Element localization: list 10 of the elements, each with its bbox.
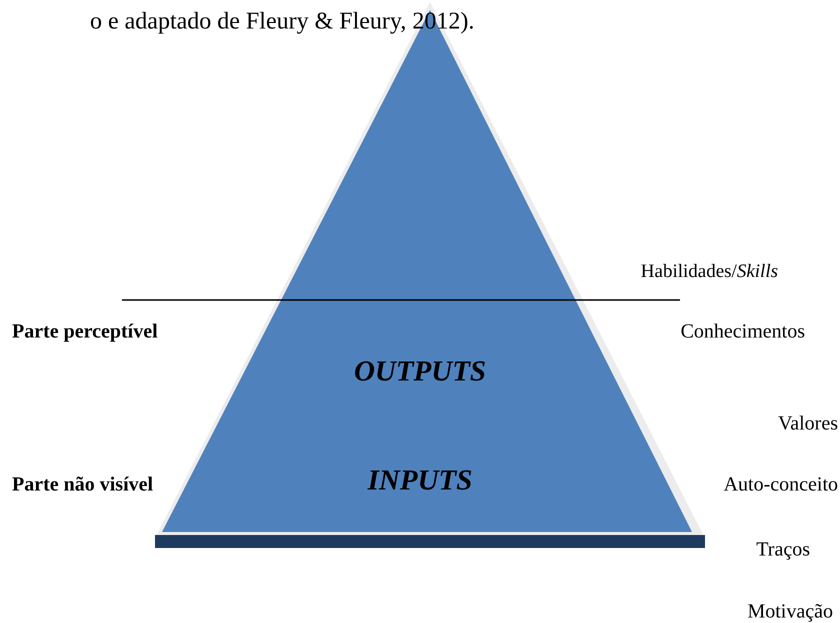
layer-label: Conhecimentos [680, 320, 805, 344]
pyramid-label: OUTPUTS [354, 356, 486, 388]
layer-label: Auto-conceito [724, 474, 838, 496]
layer-label: Valores [778, 412, 838, 436]
pyramid-label: INPUTS [368, 464, 472, 498]
layer-label: Habilidades/Skills [640, 261, 778, 283]
layer-label: Motivação [747, 600, 833, 623]
zone-label: Parte perceptível [12, 320, 158, 344]
zone-label: Parte não visível [12, 474, 154, 496]
layer-label: Traços [756, 538, 810, 562]
